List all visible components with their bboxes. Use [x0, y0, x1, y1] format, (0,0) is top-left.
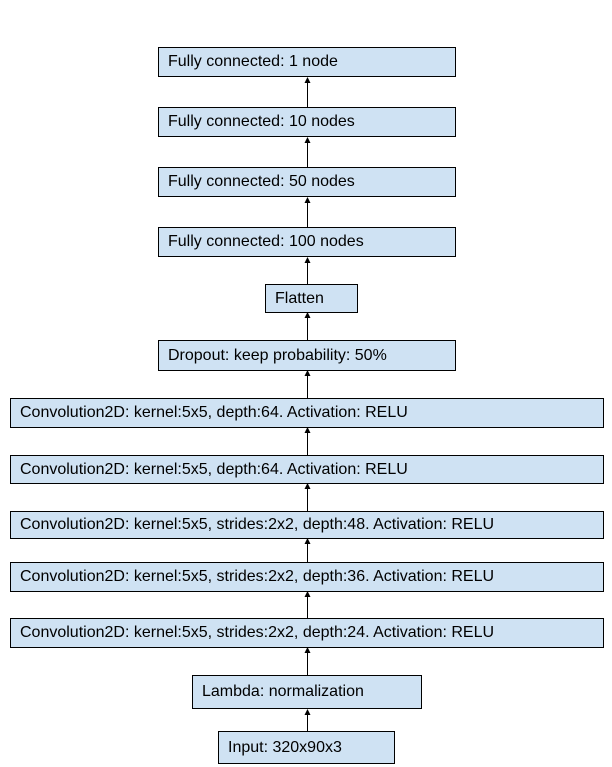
layer-lambda-normalization: Lambda: normalization: [192, 675, 422, 709]
layer-conv2d-depth24: Convolution2D: kernel:5x5, strides:2x2, …: [10, 618, 604, 648]
layer-conv2d-depth48: Convolution2D: kernel:5x5, strides:2x2, …: [10, 511, 604, 539]
layer-fc-50-nodes: Fully connected: 50 nodes: [158, 167, 456, 197]
layer-flatten: Flatten: [265, 284, 358, 313]
layer-fc-10-nodes: Fully connected: 10 nodes: [158, 107, 456, 137]
layer-conv2d-depth36: Convolution2D: kernel:5x5, strides:2x2, …: [10, 562, 604, 592]
layer-dropout: Dropout: keep probability: 50%: [158, 340, 456, 371]
layer-input: Input: 320x90x3: [218, 731, 395, 764]
layer-fc-100-nodes: Fully connected: 100 nodes: [158, 227, 456, 257]
layer-conv2d-depth64-a: Convolution2D: kernel:5x5, depth:64. Act…: [10, 398, 604, 428]
layer-conv2d-depth64-b: Convolution2D: kernel:5x5, depth:64. Act…: [10, 455, 604, 484]
layer-fc-1-node: Fully connected: 1 node: [158, 47, 456, 77]
